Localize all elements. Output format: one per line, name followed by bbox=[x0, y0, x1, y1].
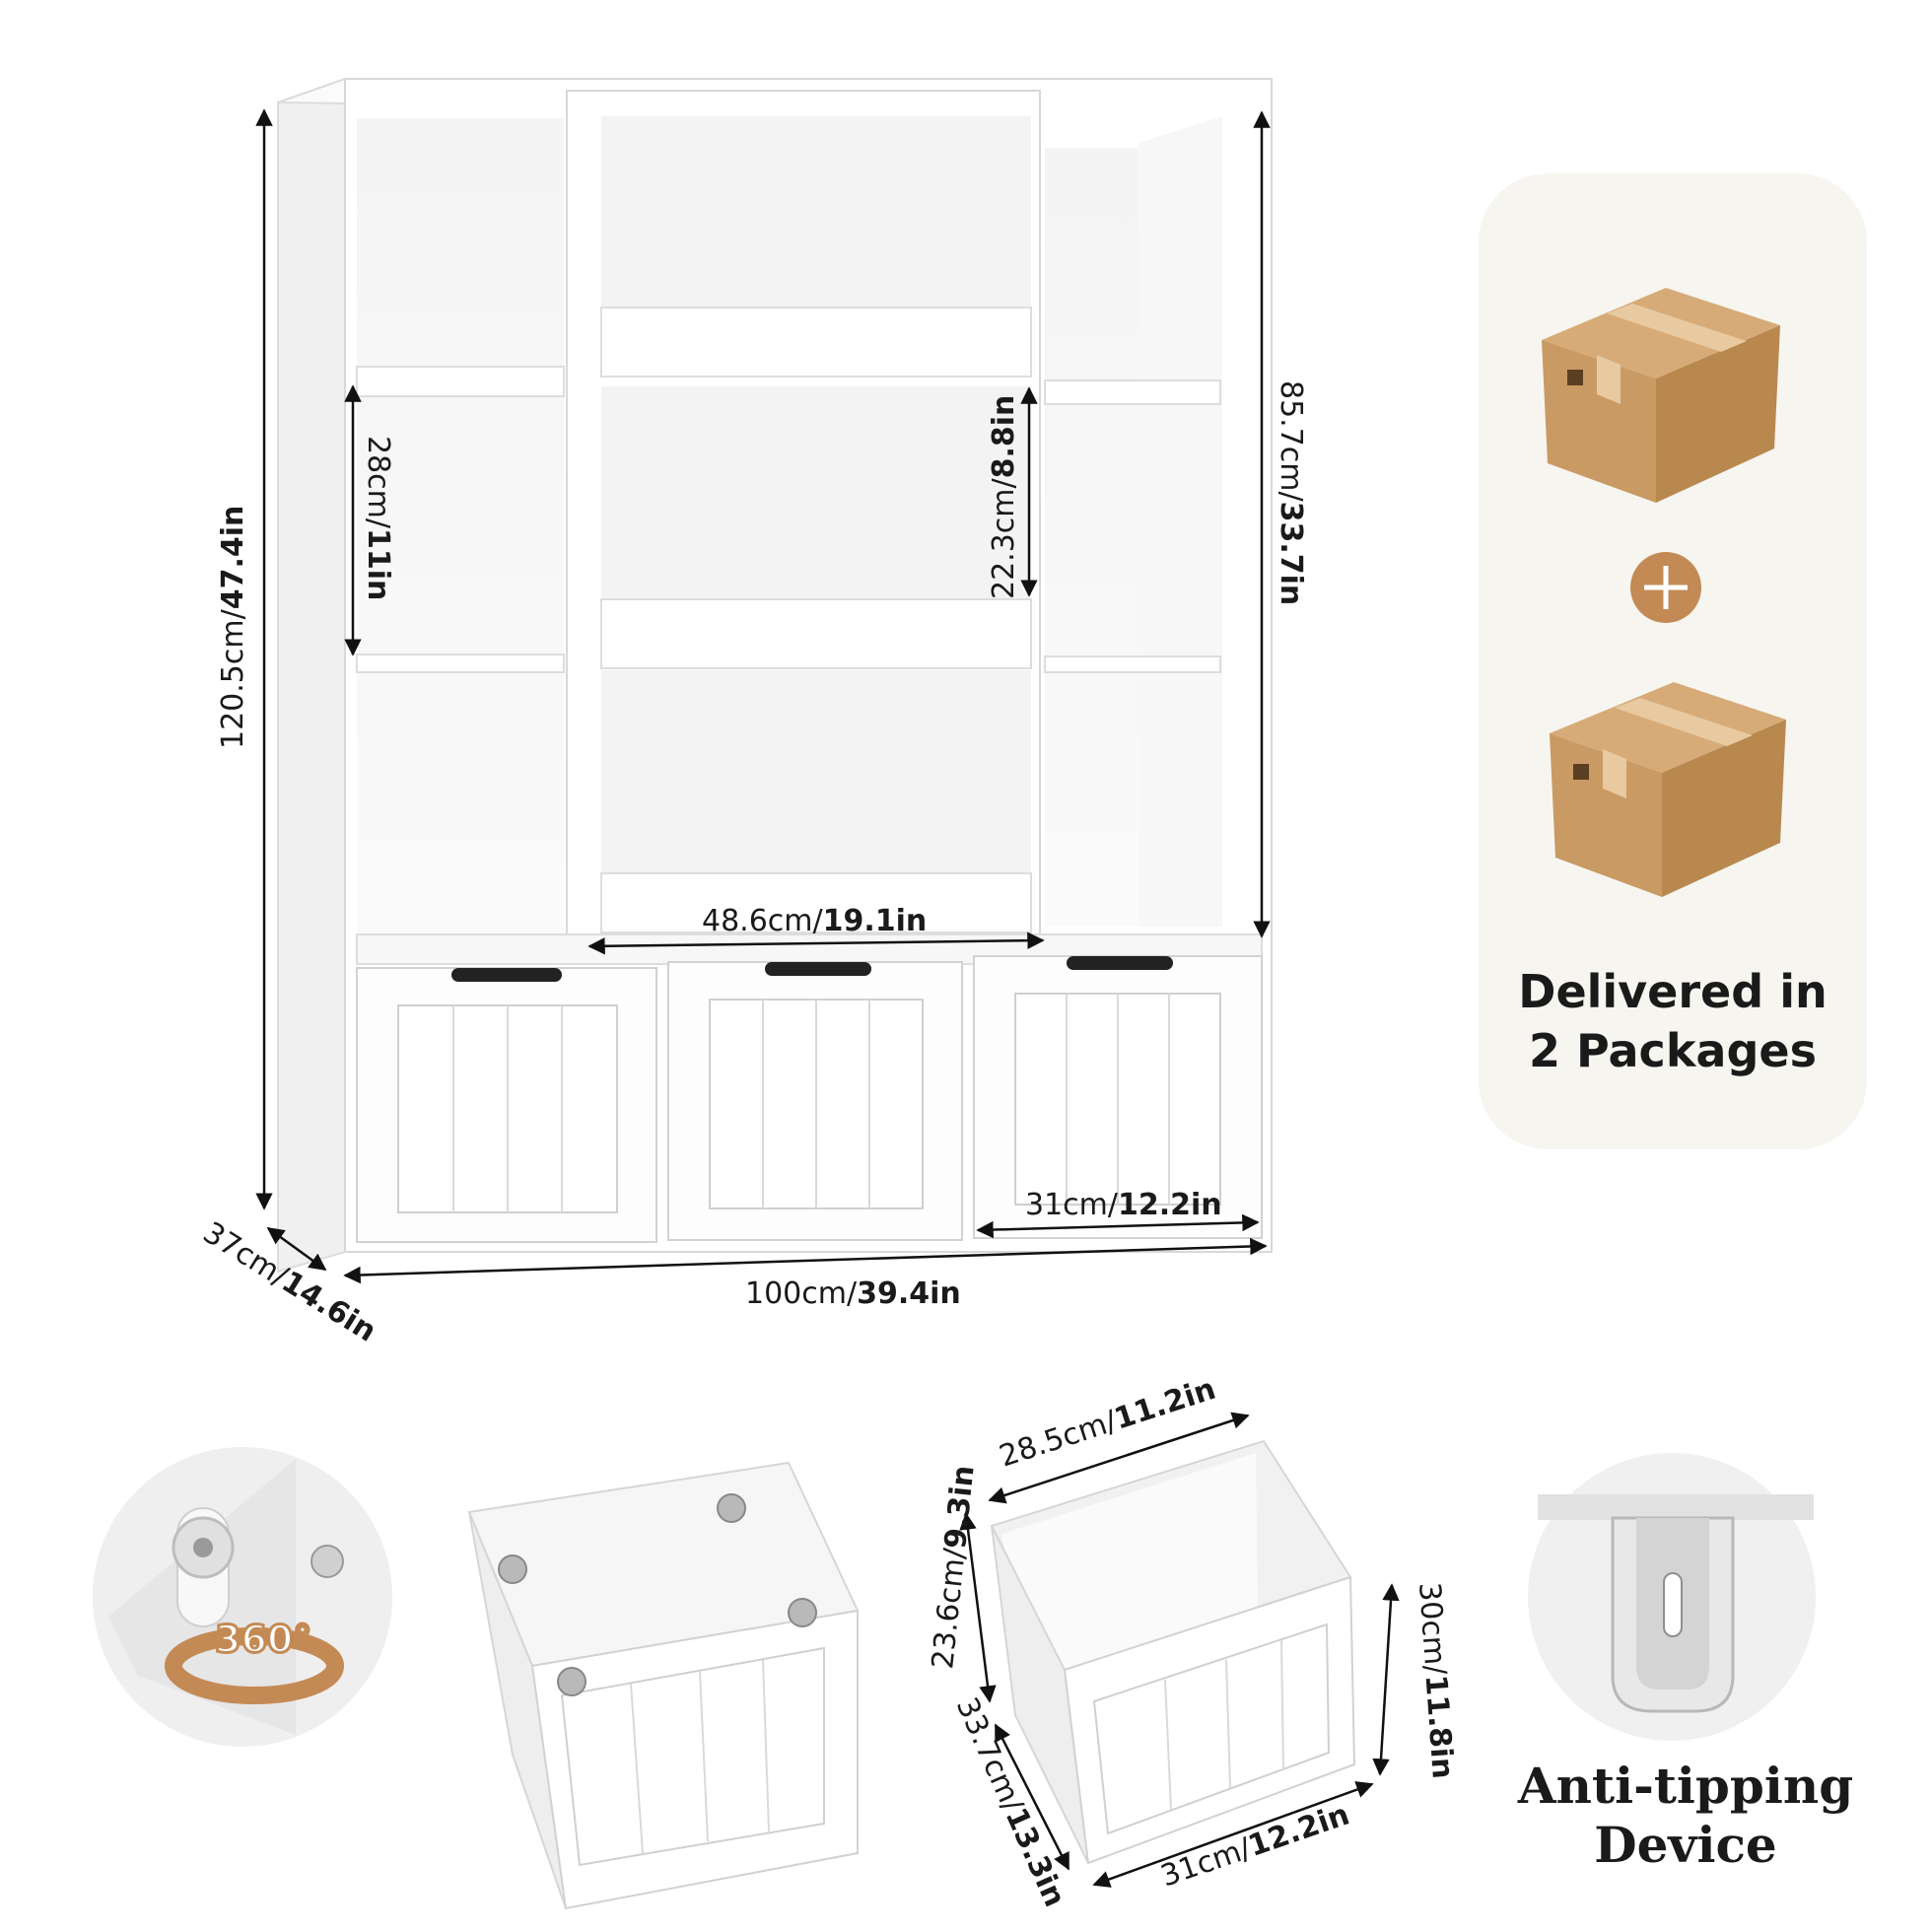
drawer-height-front-arrow bbox=[1372, 1583, 1400, 1776]
package-box-1-icon bbox=[1542, 288, 1780, 503]
caster-icon bbox=[557, 1667, 586, 1696]
caster-wheel-closeup: 360° bbox=[93, 1447, 392, 1747]
drawer-underside-view bbox=[467, 1461, 860, 1910]
center-compartment-bottom bbox=[601, 670, 1031, 877]
height-shelf-left-label: 28cm/11in bbox=[361, 436, 395, 600]
center-shelf-2 bbox=[600, 598, 1032, 669]
width-drawer-arrow bbox=[976, 1213, 1260, 1239]
caster-icon bbox=[788, 1598, 817, 1627]
drawer-right-handle[interactable] bbox=[1067, 956, 1173, 970]
drawer-width-top-arrow bbox=[988, 1412, 1250, 1504]
width-total-arrow bbox=[343, 1237, 1268, 1284]
drawer-right[interactable] bbox=[973, 955, 1263, 1239]
depth-total-arrow bbox=[266, 1226, 327, 1272]
right-column-side bbox=[1138, 116, 1222, 927]
anti-tipping-line1: Anti-tipping bbox=[1517, 1757, 1854, 1815]
center-compartment-top bbox=[601, 116, 1031, 318]
caster-icon bbox=[717, 1493, 746, 1523]
bookcase bbox=[277, 77, 1273, 1274]
packages-line2: 2 Packages bbox=[1529, 1024, 1817, 1077]
drawer-height-inner-label: 23.6cm/9.3in bbox=[926, 1464, 981, 1671]
drawer-middle-handle[interactable] bbox=[765, 962, 871, 976]
anti-tipping-caption: Anti-tipping Device bbox=[1508, 1757, 1863, 1875]
height-total-label: 120.5cm/47.4in bbox=[216, 506, 250, 749]
height-upper-label: 85.7cm/33.7in bbox=[1274, 380, 1308, 605]
drawer-middle[interactable] bbox=[667, 961, 963, 1241]
center-compartment-middle bbox=[601, 386, 1031, 605]
width-center-arrow bbox=[587, 932, 1045, 955]
left-shelf-1 bbox=[356, 366, 565, 397]
center-shelf-3 bbox=[600, 872, 1032, 933]
drawer-open-view bbox=[990, 1439, 1356, 1865]
width-center-label: 48.6cm/19.1in bbox=[702, 904, 927, 938]
left-shelf-2 bbox=[356, 654, 565, 673]
plus-icon bbox=[1630, 552, 1701, 623]
center-shelf-1 bbox=[600, 307, 1032, 378]
left-column-back bbox=[357, 118, 564, 936]
drawer-left[interactable] bbox=[356, 967, 657, 1243]
right-shelf-2 bbox=[1044, 656, 1221, 673]
drawer-left-handle[interactable] bbox=[451, 968, 562, 982]
package-box-2-icon bbox=[1550, 682, 1786, 897]
caster-icon bbox=[498, 1554, 527, 1584]
drawer-width-front-arrow bbox=[1092, 1781, 1374, 1888]
drawer-height-inner-arrow bbox=[959, 1512, 997, 1703]
drawer-depth-arrow bbox=[994, 1723, 1070, 1871]
bookcase-left-side bbox=[277, 77, 346, 1274]
anti-tipping-closeup bbox=[1528, 1453, 1816, 1741]
height-shelf-center-label: 22.3cm/8.8in bbox=[987, 395, 1021, 599]
width-total-label: 100cm/39.4in bbox=[745, 1276, 961, 1311]
wheel-rotation-badge: 360° bbox=[215, 1618, 311, 1661]
drawer-height-front-label: 30cm/11.8in bbox=[1412, 1581, 1460, 1780]
anti-tipping-line2: Device bbox=[1594, 1816, 1777, 1874]
packages-caption: Delivered in 2 Packages bbox=[1479, 962, 1867, 1080]
drawer-width-top-label: 28.5cm/11.2in bbox=[996, 1372, 1220, 1475]
rotation-arrow-icon bbox=[165, 1627, 344, 1704]
width-drawer-label: 31cm/12.2in bbox=[1025, 1188, 1222, 1222]
packages-line1: Delivered in bbox=[1518, 965, 1828, 1018]
right-shelf-1 bbox=[1044, 380, 1221, 405]
